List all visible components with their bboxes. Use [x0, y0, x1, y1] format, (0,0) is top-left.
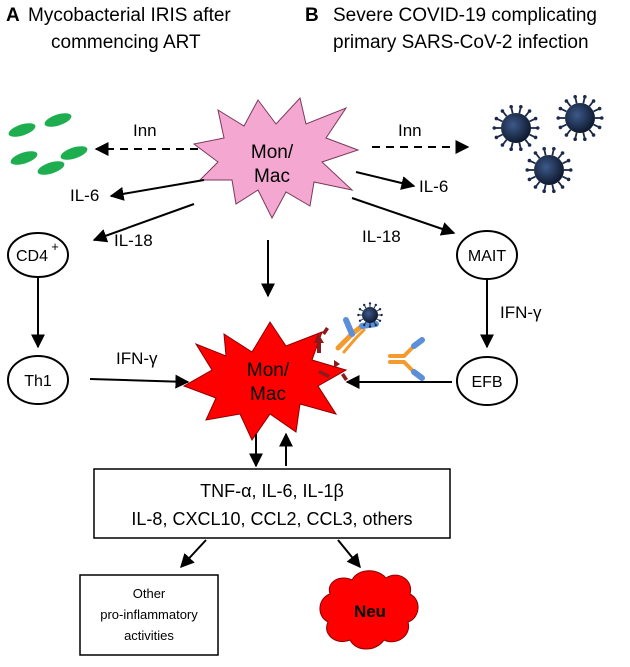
ifng-left-label: IFN-γ	[116, 349, 158, 368]
cytokine-line2: IL-8, CXCL10, CCL2, CCL3, others	[131, 509, 412, 529]
il18-left-label: IL-18	[114, 231, 153, 250]
il18-right-label: IL-18	[362, 227, 401, 246]
efb-label: EFB	[471, 374, 502, 391]
th1-to-mon-mac-arrow	[89, 374, 190, 389]
il18-right-arrow	[351, 197, 456, 236]
cd4-superscript: +	[51, 239, 59, 254]
virus-particle	[492, 104, 540, 152]
other-box-line1: Other	[133, 586, 166, 601]
ifng-right-label: IFN-γ	[500, 303, 542, 322]
mon-mac-center-node: Mon/ Mac	[182, 321, 348, 442]
cytokine-line1: TNF-α, IL-6, IL-1β	[200, 481, 344, 501]
il18-left-arrow	[92, 203, 195, 243]
efb-node: EFB	[456, 356, 518, 406]
mon-mac-top-line1: Mon/	[251, 142, 294, 163]
other-box-line3: activities	[124, 628, 174, 643]
cd4-label: CD4	[16, 248, 48, 265]
inn-right-label: Inn	[398, 121, 422, 140]
fc-receptor-icon	[314, 327, 348, 381]
mait-label: MAIT	[468, 248, 506, 265]
virus-icon	[492, 94, 604, 194]
il6-right-label: IL-6	[419, 177, 448, 196]
cytokines-to-other-arrow	[180, 539, 207, 569]
mon-mac-top-line2: Mac	[254, 166, 290, 187]
il6-left-label: IL-6	[70, 186, 99, 205]
panel-a-title-line2: commencing ART	[51, 32, 201, 53]
il6-left-arrow	[109, 179, 205, 201]
panel-a-letter: A	[6, 5, 20, 26]
virus-particle	[525, 146, 573, 194]
other-box-line2: pro-inflammatory	[100, 607, 198, 622]
panel-b-letter: B	[305, 5, 319, 26]
mon-mac-center-line1: Mon/	[247, 360, 290, 381]
inn-left-label: Inn	[133, 121, 157, 140]
mon-mac-top-node: Mon/ Mac	[192, 96, 360, 220]
bacteria-icon	[8, 113, 88, 175]
panel-b-title-line2: primary SARS-CoV-2 infection	[333, 32, 589, 53]
bound-virus-icon	[357, 302, 383, 328]
antibody-icon	[388, 337, 425, 381]
neutrophil-node: Neu	[319, 570, 419, 650]
other-activities-box: Other pro-inflammatory activities	[79, 574, 219, 656]
cytokines-to-neu-arrow	[337, 539, 361, 569]
virus-particle	[556, 94, 604, 142]
il6-right-arrow	[355, 171, 416, 190]
cytokine-box: TNF-α, IL-6, IL-1β IL-8, CXCL10, CCL2, C…	[93, 468, 451, 539]
panel-a-title-line1: Mycobacterial IRIS after	[28, 5, 231, 26]
th1-label: Th1	[24, 373, 52, 390]
mait-node: MAIT	[456, 230, 518, 280]
cd4-node: CD4 +	[7, 232, 69, 278]
mon-mac-center-line2: Mac	[250, 384, 286, 405]
th1-node: Th1	[7, 355, 69, 405]
neu-label: Neu	[354, 602, 386, 621]
virus-particle	[357, 302, 383, 328]
panel-b-title-line1: Severe COVID-19 complicating	[333, 5, 597, 26]
